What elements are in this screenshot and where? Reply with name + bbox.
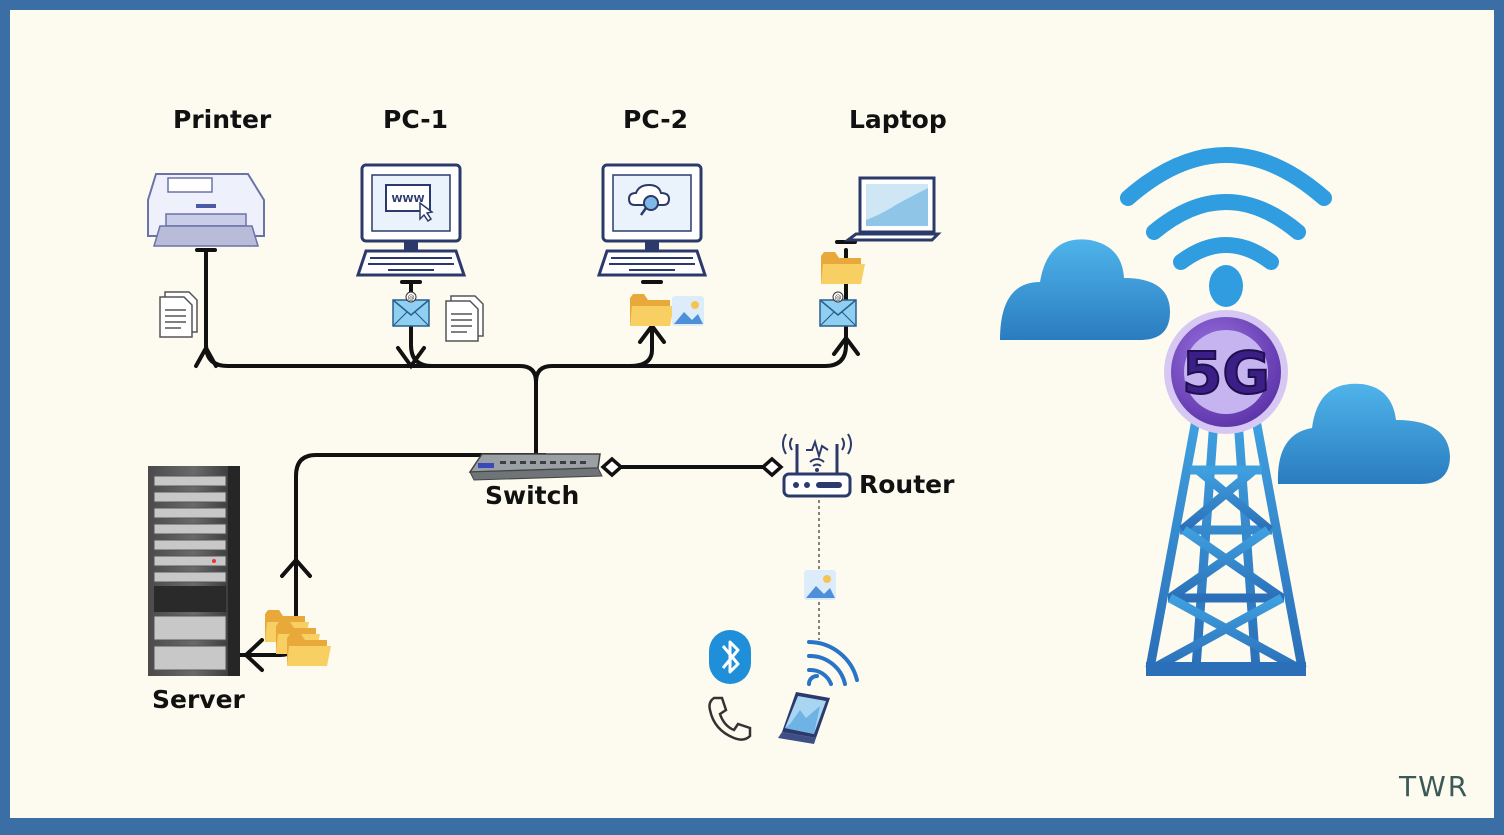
- pc2-arrow: [638, 322, 666, 344]
- image-icon: [804, 570, 836, 600]
- router-label: Router: [859, 470, 955, 499]
- server-label: Server: [152, 685, 245, 714]
- printer-arrow: [194, 343, 218, 368]
- server-up-arrow: [280, 556, 312, 578]
- pc1-label: PC-1: [383, 105, 449, 134]
- printer-icon: [147, 173, 265, 247]
- smartphone-icon: [778, 692, 830, 744]
- server-rack-icon: [148, 466, 240, 676]
- switch-icon: [468, 453, 603, 481]
- document-icon: [159, 291, 198, 338]
- image-icon: [672, 296, 704, 326]
- pc-icon: [596, 163, 708, 277]
- pc2-laptop-wire: [534, 248, 848, 384]
- router-icon: [782, 433, 852, 498]
- switch-label: Switch: [485, 481, 580, 510]
- server-left-arrow: [243, 638, 264, 672]
- bluetooth-icon: [709, 630, 751, 684]
- pc2-label: PC-2: [623, 105, 689, 134]
- tower-5g-icon: 5G: [1120, 147, 1332, 676]
- printer-label: Printer: [173, 105, 272, 134]
- laptop-label: Laptop: [849, 105, 947, 134]
- tower-label: 5G: [1182, 339, 1270, 407]
- pc-icon: WWW: [355, 163, 467, 277]
- document-icon: [445, 295, 484, 342]
- svg-text:WWW: WWW: [391, 194, 424, 205]
- wifi-signal-icon: [807, 640, 859, 686]
- cloud-icon: [1277, 383, 1450, 484]
- pc1-arrow: [396, 346, 426, 370]
- laptop-icon: [843, 176, 942, 242]
- phone-icon: [708, 696, 752, 741]
- laptop-arrow: [832, 334, 860, 356]
- brand-logo: TWR: [1399, 770, 1470, 803]
- wire-terminals: [194, 240, 860, 672]
- router-link-diamonds: [600, 456, 784, 478]
- cloud-icon: [1000, 239, 1170, 340]
